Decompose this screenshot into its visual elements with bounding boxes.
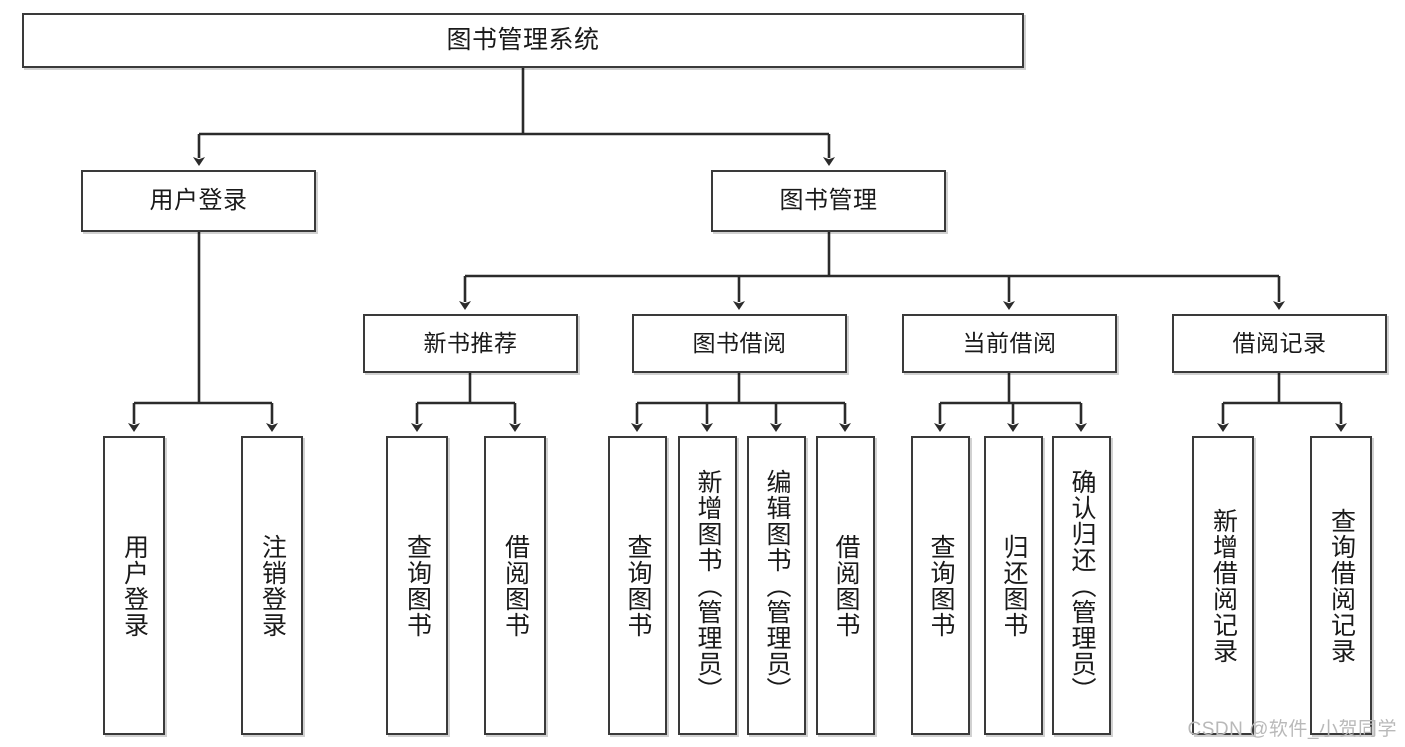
- leaf-node[interactable]: 借阅图书: [816, 436, 875, 735]
- leaf-node[interactable]: 查询借阅记录: [1310, 436, 1372, 735]
- node-current-borrow-label: 当前借阅: [962, 329, 1057, 356]
- leaf-node[interactable]: 借阅图书: [484, 436, 546, 735]
- leaf-node-label: 查询借阅记录: [1327, 507, 1356, 664]
- node-new-book-recommend-label: 新书推荐: [423, 329, 518, 356]
- leaf-node-label: 借阅图书: [501, 533, 530, 638]
- node-borrow-record-label: 借阅记录: [1232, 329, 1327, 356]
- leaf-node-label: 注销登录: [258, 533, 287, 638]
- leaf-node-label: 查询图书: [403, 533, 432, 638]
- leaf-node[interactable]: 注销登录: [241, 436, 303, 735]
- leaf-node-label: 编辑图书（管理员）: [763, 468, 791, 703]
- node-book-borrow-label: 图书借阅: [692, 329, 787, 356]
- leaf-node[interactable]: 新增借阅记录: [1192, 436, 1254, 735]
- node-new-book-recommend[interactable]: 新书推荐: [363, 314, 578, 373]
- node-user-login[interactable]: 用户登录: [81, 170, 316, 232]
- leaf-node-label: 新增图书（管理员）: [694, 468, 722, 703]
- node-book-borrow[interactable]: 图书借阅: [632, 314, 847, 373]
- leaf-node[interactable]: 新增图书（管理员）: [678, 436, 737, 735]
- node-root-label: 图书管理系统: [446, 25, 600, 54]
- leaf-node[interactable]: 编辑图书（管理员）: [747, 436, 806, 735]
- node-borrow-record[interactable]: 借阅记录: [1172, 314, 1387, 373]
- watermark: CSDN @软件_小贺同学: [1187, 719, 1397, 740]
- leaf-node[interactable]: 查询图书: [386, 436, 448, 735]
- leaf-node-label: 归还图书: [1000, 533, 1028, 638]
- leaf-node[interactable]: 查询图书: [911, 436, 970, 735]
- leaf-node[interactable]: 归还图书: [984, 436, 1043, 735]
- leaf-node-label: 确认归还（管理员）: [1068, 468, 1096, 703]
- node-user-login-label: 用户登录: [149, 186, 248, 214]
- node-root[interactable]: 图书管理系统: [22, 13, 1024, 68]
- leaf-node-label: 借阅图书: [832, 533, 860, 638]
- node-book-management-label: 图书管理: [779, 186, 878, 214]
- node-current-borrow[interactable]: 当前借阅: [902, 314, 1117, 373]
- leaf-node[interactable]: 用户登录: [103, 436, 165, 735]
- node-book-management[interactable]: 图书管理: [711, 170, 946, 232]
- leaf-node[interactable]: 查询图书: [608, 436, 667, 735]
- leaf-node[interactable]: 确认归还（管理员）: [1052, 436, 1111, 735]
- leaf-node-label: 新增借阅记录: [1209, 507, 1238, 664]
- leaf-node-label: 用户登录: [120, 533, 149, 638]
- leaf-node-label: 查询图书: [927, 533, 955, 638]
- leaf-node-label: 查询图书: [624, 533, 652, 638]
